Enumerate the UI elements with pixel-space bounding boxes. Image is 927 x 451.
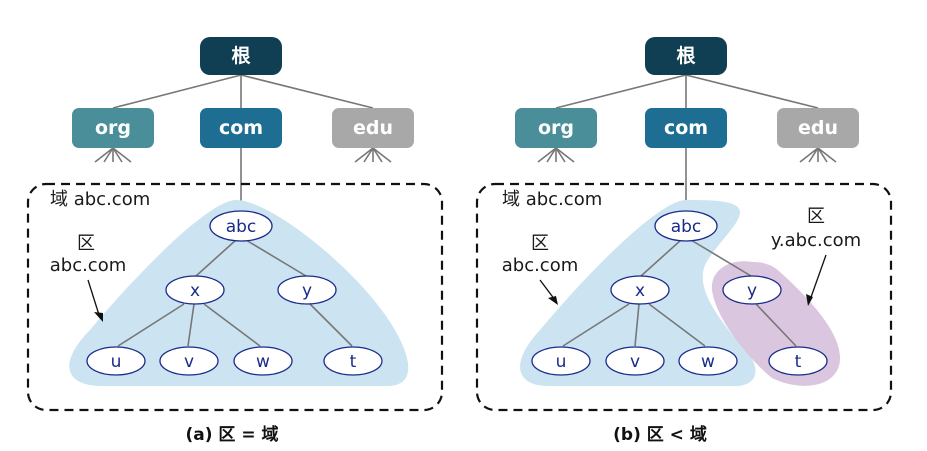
edge-x-u bbox=[562, 303, 630, 347]
org-fanout bbox=[94, 147, 132, 163]
edge-root-org bbox=[112, 74, 242, 109]
node-t-label: t bbox=[350, 352, 357, 372]
com-box bbox=[645, 108, 727, 148]
node-t bbox=[323, 346, 383, 376]
edge-x-w bbox=[648, 303, 706, 347]
root-label: 根 bbox=[676, 44, 695, 67]
zone-label-2: abc.com bbox=[50, 255, 127, 276]
node-u bbox=[86, 346, 146, 376]
com-label: com bbox=[664, 117, 708, 139]
node-y-label: y bbox=[302, 281, 312, 301]
edge-abc-x bbox=[640, 239, 682, 277]
edu-fanout bbox=[354, 147, 392, 163]
edge-root-edu bbox=[240, 74, 374, 109]
edge-x-w bbox=[203, 303, 261, 347]
node-w bbox=[678, 346, 738, 376]
edu-box bbox=[332, 108, 414, 148]
node-v bbox=[605, 346, 665, 376]
edge-abc-x bbox=[195, 239, 237, 277]
node-u-label: u bbox=[556, 352, 567, 372]
node-x-label: x bbox=[635, 281, 645, 301]
node-y-label: y bbox=[747, 281, 757, 301]
domain-boundary bbox=[26, 182, 444, 412]
zone-label-2: abc.com bbox=[502, 255, 579, 276]
edu-label: edu bbox=[353, 117, 393, 139]
edge-abc-y bbox=[690, 239, 752, 277]
node-t bbox=[768, 346, 828, 376]
org-box bbox=[515, 108, 597, 148]
zone-arrowhead bbox=[548, 296, 558, 305]
zone-label-1: 区 bbox=[531, 233, 549, 254]
edge-abc-y bbox=[245, 239, 307, 277]
node-x-label: x bbox=[190, 281, 200, 301]
zone2-label-1: 区 bbox=[807, 206, 825, 227]
domain-boundary bbox=[475, 182, 893, 412]
node-abc-label: abc bbox=[671, 217, 702, 237]
root-label: 根 bbox=[231, 44, 250, 67]
edu-fanout bbox=[799, 147, 837, 163]
edge-root-edu bbox=[685, 74, 819, 109]
root-box bbox=[645, 37, 727, 75]
zone2-label-2: y.abc.com bbox=[771, 230, 861, 251]
node-v-label: v bbox=[630, 352, 640, 372]
node-w bbox=[233, 346, 293, 376]
edge-x-u bbox=[117, 303, 185, 347]
org-box bbox=[72, 108, 154, 148]
domain-label: 域 abc.com bbox=[50, 189, 150, 210]
org-label: org bbox=[538, 117, 574, 139]
panel-a: 根 org com edu 域 abc.com 区 abc.com abc x … bbox=[26, 37, 444, 445]
node-x bbox=[165, 275, 225, 305]
node-t-label: t bbox=[795, 352, 802, 372]
edge-root-org bbox=[555, 74, 687, 109]
edge-y-t bbox=[755, 303, 797, 347]
caption-a: (a) 区 = 域 bbox=[185, 424, 278, 445]
edge-x-v bbox=[187, 303, 195, 347]
edu-box bbox=[777, 108, 859, 148]
zone2-arrow bbox=[809, 254, 827, 301]
node-y bbox=[277, 275, 337, 305]
edu-label: edu bbox=[798, 117, 838, 139]
node-w-label: w bbox=[701, 352, 715, 372]
zone-arrow bbox=[87, 279, 101, 319]
zone-label-1: 区 bbox=[77, 233, 95, 254]
root-box bbox=[200, 37, 282, 75]
node-v-label: v bbox=[184, 352, 194, 372]
node-u bbox=[531, 346, 591, 376]
node-abc-label: abc bbox=[226, 217, 257, 237]
org-label: org bbox=[95, 117, 131, 139]
node-w-label: w bbox=[256, 352, 270, 372]
zone-abc-blob bbox=[69, 200, 409, 386]
node-abc bbox=[209, 210, 273, 242]
edge-y-t bbox=[309, 303, 353, 347]
zone-arrowhead bbox=[94, 312, 103, 322]
domain-label: 域 abc.com bbox=[502, 189, 602, 210]
node-u-label: u bbox=[111, 352, 122, 372]
node-abc bbox=[654, 210, 718, 242]
caption-b: (b) 区 < 域 bbox=[613, 424, 707, 445]
org-fanout bbox=[537, 147, 575, 163]
node-v bbox=[159, 346, 219, 376]
com-label: com bbox=[219, 117, 263, 139]
zone-arrow bbox=[539, 279, 556, 301]
com-box bbox=[200, 108, 282, 148]
edge-x-v bbox=[634, 303, 640, 347]
zone2-arrowhead bbox=[806, 294, 813, 306]
node-y bbox=[722, 275, 782, 305]
panel-b: 根 org com edu 域 abc.com 区 abc.com 区 y.ab… bbox=[475, 37, 893, 445]
node-x bbox=[610, 275, 670, 305]
